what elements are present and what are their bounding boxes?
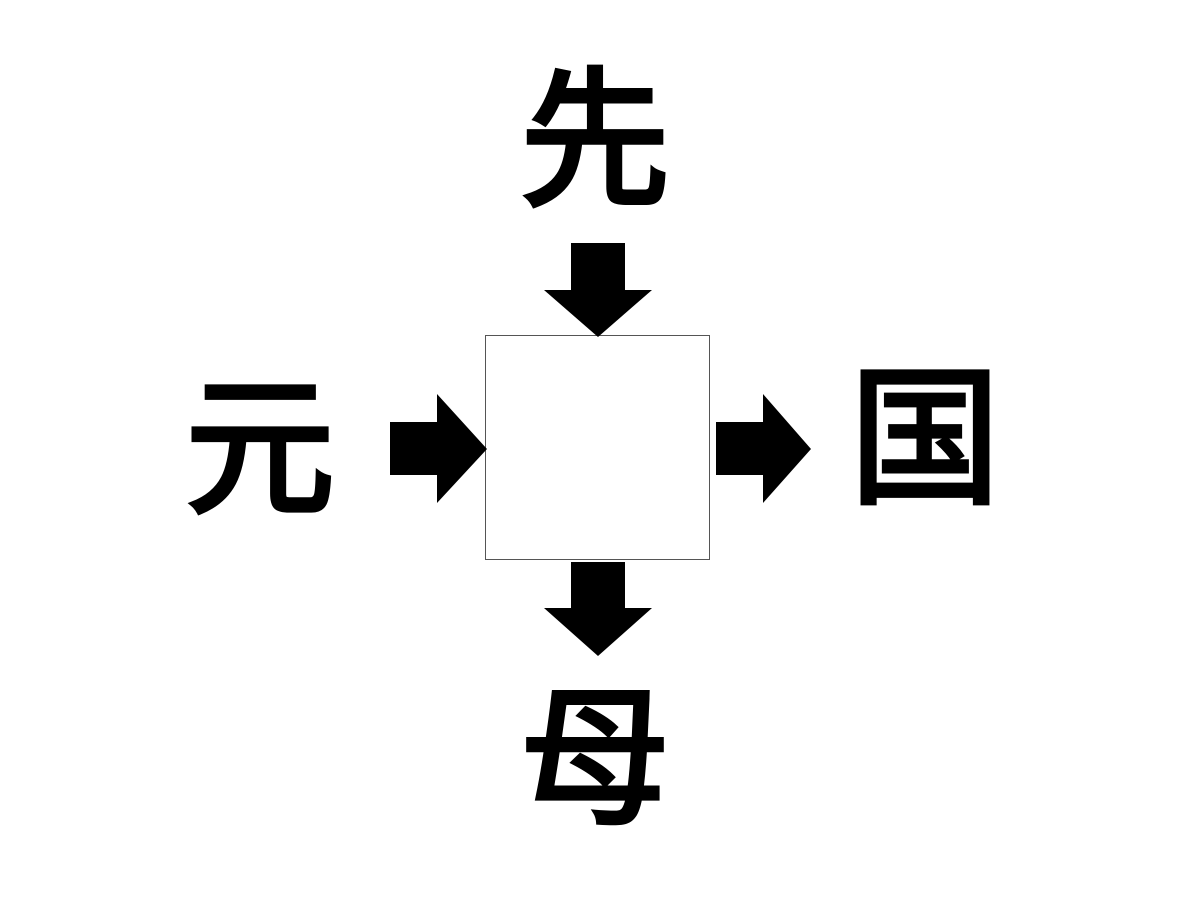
kanji-top: 先 [519,55,670,229]
arrow-right-icon [390,394,487,503]
arrow-down-icon [544,562,652,656]
kanji-left: 元 [184,363,335,537]
kanji-right: 国 [849,353,1000,527]
kanji-bottom: 母 [519,673,670,847]
answer-box[interactable] [485,335,710,560]
arrow-down-icon [544,243,652,337]
arrow-right-icon [716,394,811,503]
